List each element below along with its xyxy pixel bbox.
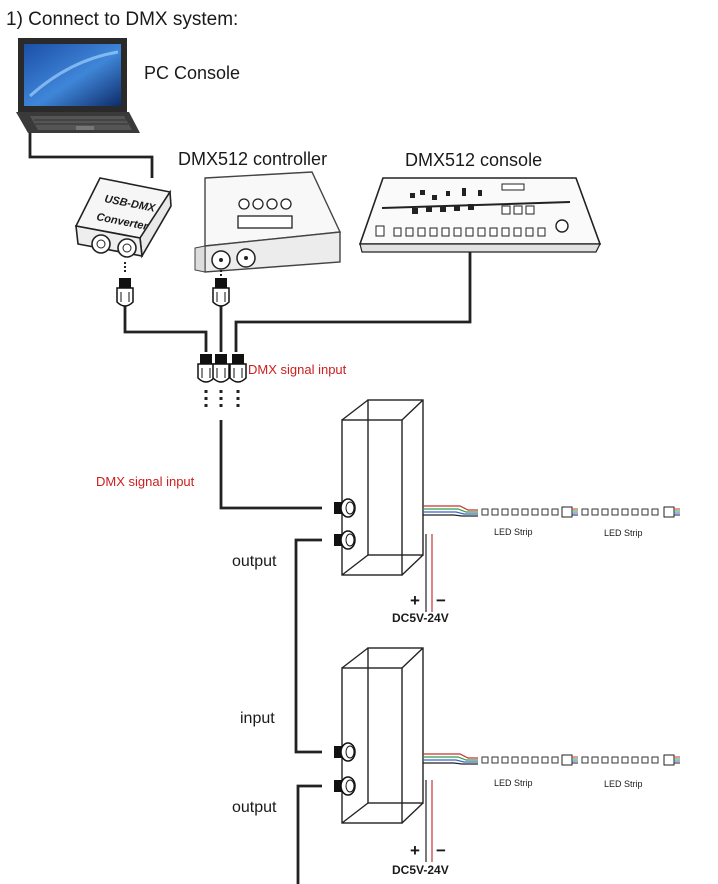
xlr-port-icon xyxy=(117,238,137,258)
dmx512-console xyxy=(358,177,602,253)
xlr-port-icon xyxy=(91,234,111,254)
dmx512-controller-label: DMX512 controller xyxy=(178,149,327,169)
power-supply-label: DC5V-24V xyxy=(392,611,449,625)
console-knob-icon xyxy=(555,219,569,233)
xlr-plug-icon xyxy=(197,353,215,383)
output-cable-2 xyxy=(296,784,322,884)
xlr-port-icon xyxy=(211,250,231,270)
lcd-display-icon xyxy=(237,215,293,229)
power-minus-label: − xyxy=(436,841,446,860)
output-label-2: output xyxy=(232,799,277,816)
dmx-decoder-1 xyxy=(341,399,424,576)
power-plus-label: + xyxy=(410,841,420,860)
usb-cable xyxy=(28,133,154,178)
led-strip-2b xyxy=(581,754,681,766)
laptop-icon xyxy=(16,38,140,133)
led-strip-1a xyxy=(481,506,579,518)
xlr-plug-icon xyxy=(116,277,134,307)
dmx512-console-label: DMX512 console xyxy=(405,150,542,170)
usb-dmx-converter xyxy=(74,177,172,259)
page-title: 1) Connect to DMX system: xyxy=(6,9,238,30)
led-strip-label: LED Strip xyxy=(494,778,533,788)
signal-output-jack-icon xyxy=(333,530,356,550)
dmx-cables xyxy=(123,252,472,352)
xlr-port-icon xyxy=(236,248,256,268)
dmx-signal-input-top-label: DMX signal input xyxy=(248,362,347,377)
output-label-1: output xyxy=(232,553,277,570)
pc-console-label: PC Console xyxy=(144,63,240,83)
led-strip-label: LED Strip xyxy=(604,779,643,789)
dmx-signal-input-side-label: DMX signal input xyxy=(96,474,195,489)
led-strip-label: LED Strip xyxy=(494,527,533,537)
led-strip-label: LED Strip xyxy=(604,528,643,538)
led-strip-2a xyxy=(481,754,579,766)
xlr-plug-icon xyxy=(229,353,247,383)
signal-input-jack-icon xyxy=(333,498,356,518)
dmx-decoder-2 xyxy=(341,647,424,824)
power-minus-label: − xyxy=(436,591,446,610)
rgb-output-wires xyxy=(423,753,478,765)
xlr-plug-icon xyxy=(212,277,230,307)
input-label-2: input xyxy=(240,710,275,727)
xlr-plug-icon xyxy=(212,353,230,383)
power-supply-label: DC5V-24V xyxy=(392,863,449,877)
signal-input-jack-icon xyxy=(333,742,356,762)
signal-cable xyxy=(219,420,322,510)
rgb-output-wires xyxy=(423,505,478,517)
link-cable xyxy=(294,538,322,754)
dmx512-controller xyxy=(194,171,342,273)
power-plus-label: + xyxy=(410,591,420,610)
signal-output-jack-icon xyxy=(333,776,356,796)
led-strip-1b xyxy=(581,506,681,518)
